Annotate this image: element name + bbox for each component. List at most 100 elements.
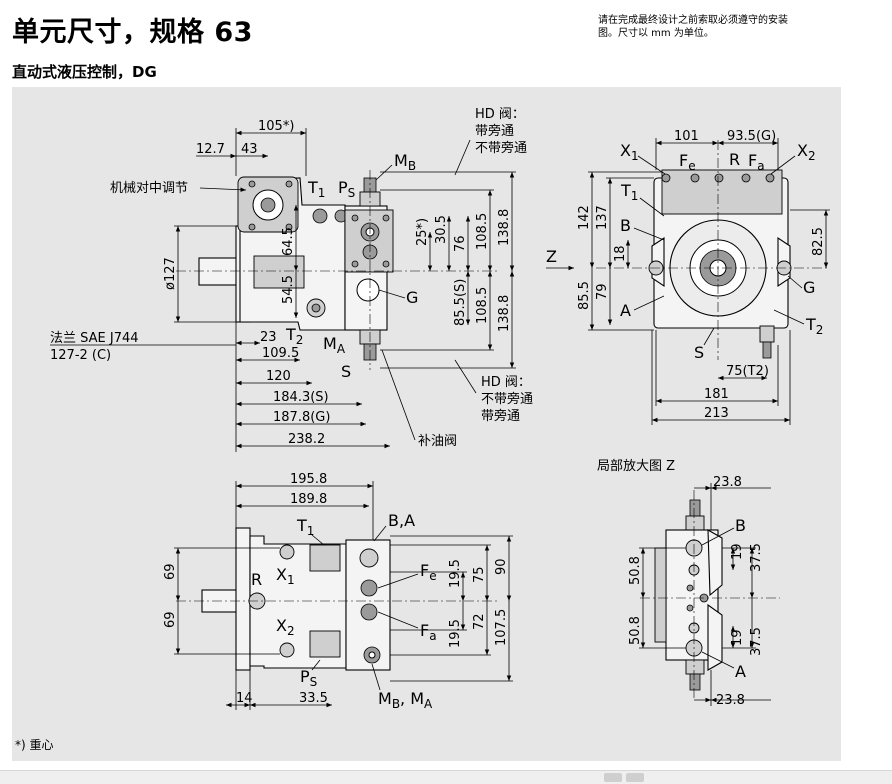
dim-54-5: 54.5 xyxy=(281,275,296,304)
top-flange xyxy=(235,527,251,671)
dim-213: 213 xyxy=(704,406,729,421)
label-x1-front: X1 xyxy=(620,141,639,163)
label-g: G xyxy=(406,288,418,307)
label-ps-top: PS xyxy=(300,667,317,689)
port-x1-top xyxy=(279,544,295,560)
dim-37-5-top: 37.5 xyxy=(749,543,764,572)
page-title: 单元尺寸，规格 63 xyxy=(12,17,253,48)
dim-187-8: 187.8(G) xyxy=(273,410,330,425)
dim-138-8-top: 138.8 xyxy=(497,209,512,246)
detail-title: 局部放大图 Z xyxy=(597,459,675,474)
label-hd-bottom-3: 带旁通 xyxy=(481,408,520,424)
dim-107-5: 107.5 xyxy=(494,609,509,646)
drive-shaft xyxy=(198,257,238,286)
dim-181: 181 xyxy=(704,387,729,402)
dimension-note: 请在完成最终设计之前索取必须遵守的安装 图。尺寸以 mm 为单位。 xyxy=(598,15,788,39)
dim-12-7: 12.7 xyxy=(196,142,225,157)
port-g xyxy=(356,278,380,302)
shaft-housing xyxy=(253,255,305,289)
label-ps: PS xyxy=(338,178,355,200)
label-fa-top: Fa xyxy=(420,621,437,643)
dim-23: 23 xyxy=(260,330,277,345)
dim-19-bottom: 19 xyxy=(730,629,745,646)
top-view: 195.8 189.8 69 69 19.5 75 90 19.5 72 107… xyxy=(163,472,513,711)
dim-19-top: 19 xyxy=(730,543,745,560)
label-flange-spec: 127-2 (C) xyxy=(50,348,111,363)
label-x1-top: X1 xyxy=(276,565,295,587)
label-b-front: B xyxy=(620,216,631,235)
dim-76: 76 xyxy=(453,235,468,252)
label-hd-top-1: HD 阀： xyxy=(475,107,525,122)
dim-120: 120 xyxy=(266,369,291,384)
label-t2: T2 xyxy=(285,325,303,347)
label-t2-front: T2 xyxy=(805,315,823,337)
dim-79: 79 xyxy=(595,283,610,300)
label-hd-bottom-2: 不带旁通 xyxy=(481,391,533,407)
dim-50-8-bottom: 50.8 xyxy=(628,616,643,645)
dim-19-5-top: 19.5 xyxy=(448,559,463,588)
label-g-front: G xyxy=(803,278,815,297)
dim-25: 25*) xyxy=(415,218,430,246)
dim-101: 101 xyxy=(674,129,699,144)
dim-23-8-bottom: 23.8 xyxy=(716,693,745,708)
dim-33-5: 33.5 xyxy=(299,691,328,706)
dim-142: 142 xyxy=(577,205,592,230)
toolbar-button-left[interactable] xyxy=(604,773,622,782)
label-t1: T1 xyxy=(307,178,325,200)
dim-109-5: 109.5 xyxy=(262,346,299,361)
dim-105: 105*) xyxy=(258,119,294,134)
label-hd-top-3: 不带旁通 xyxy=(475,140,527,156)
label-mb: MB xyxy=(394,151,416,173)
dim-82-5: 82.5 xyxy=(811,227,826,256)
label-fe-top: Fe xyxy=(420,561,437,583)
footnote-center-of-gravity: *) 重心 xyxy=(15,738,54,752)
dim-127: ø127 xyxy=(163,257,178,290)
dim-19-5-bottom: 19.5 xyxy=(448,619,463,648)
label-fe-front: Fe xyxy=(679,151,696,173)
dim-195-8: 195.8 xyxy=(290,472,327,487)
dim-90: 90 xyxy=(494,558,509,575)
label-x2-top: X2 xyxy=(276,616,295,638)
port-fe-top xyxy=(360,579,378,597)
label-mb-ma-top: MB, MA xyxy=(378,689,433,711)
dim-75-top: 75 xyxy=(472,566,487,583)
label-a-front: A xyxy=(620,301,631,320)
dim-50-8-top: 50.8 xyxy=(628,556,643,585)
dim-72: 72 xyxy=(472,613,487,630)
label-fa-front: Fa xyxy=(748,151,765,173)
dim-64-5: 64.5 xyxy=(281,227,296,256)
page-subtitle: 直动式液压控制，DG xyxy=(12,63,157,81)
dim-93-5: 93.5(G) xyxy=(727,129,776,144)
dim-23-8-top: 23.8 xyxy=(713,475,742,490)
dim-189-8: 189.8 xyxy=(290,492,327,507)
label-x2-front: X2 xyxy=(797,141,816,163)
dim-85-5: 85.5(S) xyxy=(453,279,468,326)
dim-238-2: 238.2 xyxy=(288,432,325,447)
label-boost-valve: 补油阀 xyxy=(418,434,457,449)
toolbar-button-right[interactable] xyxy=(626,773,644,782)
dim-43: 43 xyxy=(241,142,258,157)
label-t1-front: T1 xyxy=(620,181,638,203)
dim-14: 14 xyxy=(236,691,253,706)
label-mechanical-adjust: 机械对中调节 xyxy=(110,181,188,196)
label-s: S xyxy=(341,362,351,381)
label-b-detail: B xyxy=(735,516,746,535)
label-s-front: S xyxy=(694,343,704,362)
dim-138-8-bottom: 138.8 xyxy=(497,295,512,332)
dim-184-3: 184.3(S) xyxy=(273,390,329,405)
port-t1 xyxy=(312,208,328,224)
front-view: 101 93.5(G) 142 137 18 85.5 79 82.5 75(T… xyxy=(546,129,830,425)
dim-69-bottom: 69 xyxy=(163,611,178,628)
port-fa-top xyxy=(360,603,378,621)
label-hd-top-2: 带旁通 xyxy=(475,123,514,139)
side-view: 105*) 12.7 43 23 109.5 120 184.3(S) 187.… xyxy=(50,107,533,452)
label-r-top: R xyxy=(251,570,262,589)
dim-137: 137 xyxy=(595,205,610,230)
label-ma: MA xyxy=(323,334,346,356)
dim-69-top: 69 xyxy=(163,563,178,580)
label-r-front: R xyxy=(729,150,740,169)
label-t1-top: T1 xyxy=(296,516,314,538)
label-a-detail: A xyxy=(735,662,746,681)
dim-108-5-top: 108.5 xyxy=(475,213,490,250)
